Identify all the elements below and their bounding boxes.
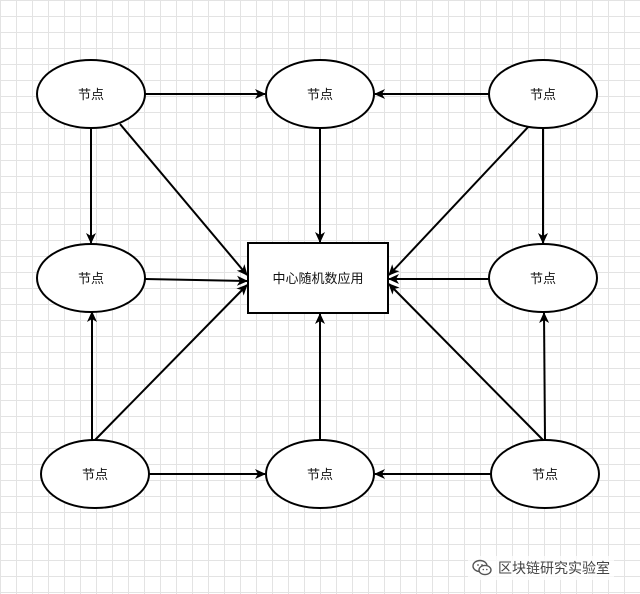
watermark: 区块链研究实验室 [468, 556, 614, 580]
center-label: 中心随机数应用 [272, 271, 363, 287]
watermark-text: 区块链研究实验室 [498, 561, 610, 577]
node-label: 节点 [530, 272, 556, 287]
node-label: 节点 [78, 88, 104, 103]
node-label: 节点 [78, 272, 104, 287]
edges-layer [86, 89, 550, 479]
node-ellipse [36, 59, 146, 129]
edge-bottom-right-to-center [388, 283, 544, 441]
node-ellipse [265, 439, 375, 509]
edge-bottom-right-to-middle-right [539, 312, 550, 441]
node-label: 节点 [530, 88, 556, 103]
wechat-icon [472, 559, 492, 577]
node-top-center: 节点 [265, 59, 375, 129]
node-middle-right: 节点 [488, 243, 598, 313]
edge-middle-left-to-center [144, 275, 248, 286]
node-ellipse [40, 439, 150, 509]
node-bottom-center: 节点 [265, 439, 375, 509]
node-ellipse [490, 439, 600, 509]
center-rect [247, 242, 389, 314]
node-bottom-right: 节点 [490, 439, 600, 509]
node-ellipse [265, 59, 375, 129]
node-bottom-left: 节点 [40, 439, 150, 509]
node-label: 节点 [307, 468, 333, 483]
node-label: 节点 [532, 468, 558, 483]
edge-bottom-left-to-center [94, 284, 248, 441]
node-ellipse [488, 243, 598, 313]
node-label: 节点 [307, 88, 333, 103]
node-ellipse [36, 243, 146, 313]
node-ellipse [488, 59, 598, 129]
node-label: 节点 [82, 468, 108, 483]
node-top-right: 节点 [488, 59, 598, 129]
center-random-app-box: 中心随机数应用 [247, 242, 389, 314]
edge-top-left-to-center [119, 123, 248, 276]
node-top-left: 节点 [36, 59, 146, 129]
edge-top-right-to-center [388, 124, 531, 276]
nodes-layer: 节点节点节点节点节点节点节点节点中心随机数应用 [36, 59, 600, 509]
node-middle-left: 节点 [36, 243, 146, 313]
